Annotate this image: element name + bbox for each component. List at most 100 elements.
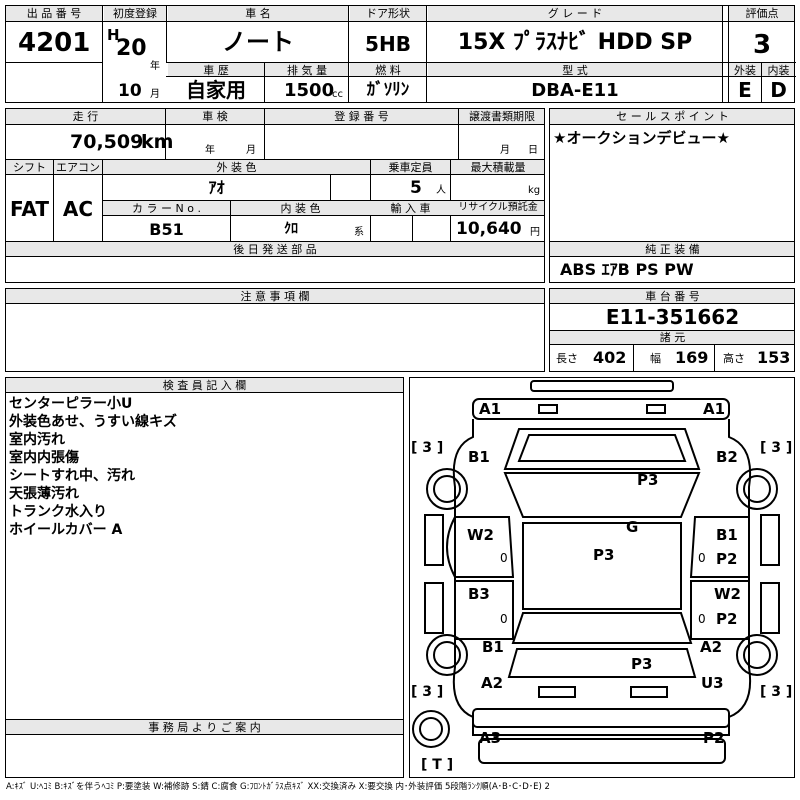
office-label: 事 務 局 よ り ご 案 内: [148, 721, 261, 734]
shift-label: シフト: [13, 161, 46, 174]
zero-mark: 0: [500, 551, 508, 565]
fuel: ｶﾞｿﾘﾝ: [366, 80, 410, 100]
width-label: 幅: [650, 352, 661, 365]
ac-label: エアコン: [56, 161, 100, 174]
width: 169: [675, 348, 709, 367]
door-label: ドア形状: [366, 7, 410, 20]
exterior-color: ｱｵ: [208, 178, 225, 197]
recycle-fee: 10,640: [456, 219, 522, 239]
inspector-notes: センターピラー小U 外装色あせ、うすい線キズ 室内汚れ 室内内張傷 シートすれ中…: [9, 395, 177, 539]
code-w2-right: W2: [714, 585, 741, 603]
reg-month: 10: [118, 81, 142, 101]
load-unit: kg: [528, 185, 541, 196]
inspector-note: 室内汚れ: [9, 432, 65, 448]
wheel-rl-shape: [426, 634, 468, 676]
tire-fl: [ 3 ]: [411, 440, 444, 456]
int-color-label: 内 装 色: [280, 202, 321, 215]
history-label: 車 歴: [203, 64, 229, 77]
height: 153: [757, 348, 791, 367]
interior-color: ｸﾛ: [284, 221, 298, 237]
length: 402: [593, 348, 627, 367]
lot-number: 4201: [18, 28, 91, 58]
code-b1-right: B1: [716, 526, 738, 544]
zero-mark: 0: [698, 612, 706, 626]
reg-year: 20: [116, 36, 147, 61]
hood-shape: [503, 428, 701, 470]
capacity: 5: [410, 178, 422, 198]
era: H: [107, 26, 120, 44]
color-no: B51: [149, 220, 184, 239]
transfer-day-unit: 日: [528, 145, 538, 156]
sales-text: ★オークションデビュー★: [553, 129, 730, 147]
displacement-label: 排 気 量: [287, 64, 327, 77]
ac: AC: [62, 197, 94, 221]
mileage-label: 走 行: [72, 110, 99, 123]
front-grille-shape: [472, 398, 730, 420]
sales-label: セ ー ル ス ポ イ ン ト: [616, 110, 729, 123]
rear-panel-shape: [472, 708, 730, 728]
car-diagram: [412, 380, 780, 764]
model: DBA-E11: [531, 80, 619, 101]
body-outline: [452, 419, 751, 736]
transfer-month-unit: 月: [500, 145, 510, 156]
notes-label: 注 意 事 項 欄: [240, 290, 310, 303]
transfer-label: 譲渡書類期限: [469, 110, 535, 123]
legend: A:ｷｽﾞ U:ﾍｺﾐ B:ｷｽﾞを伴うﾍｺﾐ P:要塗装 W:補修跡 S:錆 …: [6, 782, 550, 792]
recycle-unit: 円: [530, 227, 540, 238]
grade: 15X ﾌﾟﾗｽﾅﾋﾞ HDD SP: [457, 30, 693, 55]
spare-tire-rating: [ T ]: [421, 757, 454, 773]
month-unit: 月: [150, 89, 160, 100]
windshield-shape: [503, 472, 701, 518]
later-parts-label: 後 日 発 送 部 品: [233, 243, 317, 256]
int-color-unit: 系: [354, 227, 364, 238]
rear-window-shape: [511, 612, 693, 644]
grade-label: グ レ ー ド: [547, 7, 603, 20]
tire-rl: [ 3 ]: [411, 684, 444, 700]
detail-block: [5, 108, 545, 283]
tire-rr: [ 3 ]: [760, 684, 793, 700]
code-p3-low: P3: [631, 655, 653, 673]
length-label: 長さ: [556, 352, 578, 365]
dims-label: 諸 元: [659, 331, 686, 344]
sales-block: [549, 108, 795, 283]
roof-shape: [522, 522, 682, 610]
code-b3-left: B3: [468, 585, 490, 603]
lot-no-label: 出 品 番 号: [26, 7, 82, 20]
zero-mark: 0: [698, 551, 706, 565]
ext-grade: E: [738, 78, 752, 102]
inspector-label: 検 査 員 記 入 欄: [162, 379, 247, 392]
code-u3-right: U3: [701, 674, 724, 692]
capacity-unit: 人: [436, 185, 446, 196]
insp-month-unit: 月: [246, 145, 256, 156]
displacement-unit: cc: [332, 89, 343, 100]
tire-fr: [ 3 ]: [760, 440, 793, 456]
int-grade: D: [770, 78, 787, 102]
header-block: [5, 5, 795, 103]
load-label: 最大積載量: [470, 161, 526, 174]
ext-label: 外装: [734, 64, 756, 77]
code-p2-bottom: P2: [703, 729, 725, 747]
capacity-label: 乗車定員: [388, 161, 433, 174]
front-bumper-shape: [530, 380, 674, 392]
shift: FAT: [10, 197, 49, 221]
inspection-label: 車 検: [202, 110, 228, 123]
equipment-text: ABS ｴｱB PS PW: [560, 260, 694, 279]
inspector-note: 外装色あせ、うすい線キズ: [9, 414, 177, 430]
diagram-frame: [409, 377, 795, 778]
code-a3: A3: [479, 729, 502, 747]
height-label: 高さ: [723, 352, 745, 365]
inspector-note: ホイールカバー A: [9, 522, 123, 538]
inspector-note: トランク水入り: [9, 504, 107, 520]
inspector-note: 天張薄汚れ: [9, 486, 79, 502]
equipment-label: 純 正 装 備: [645, 243, 700, 256]
color-no-label: カ ラ ー N o .: [132, 202, 201, 215]
code-a2-left: A2: [481, 674, 504, 692]
notes-block: [5, 288, 545, 372]
code-b1-left: B1: [468, 448, 490, 466]
insp-year-unit: 年: [205, 145, 215, 156]
code-p2-right: P2: [716, 550, 738, 568]
code-p3-top: P3: [637, 471, 659, 489]
chassis-number: E11-351662: [605, 305, 740, 329]
history: 自家用: [186, 78, 246, 102]
code-a1-right: A1: [703, 400, 726, 418]
